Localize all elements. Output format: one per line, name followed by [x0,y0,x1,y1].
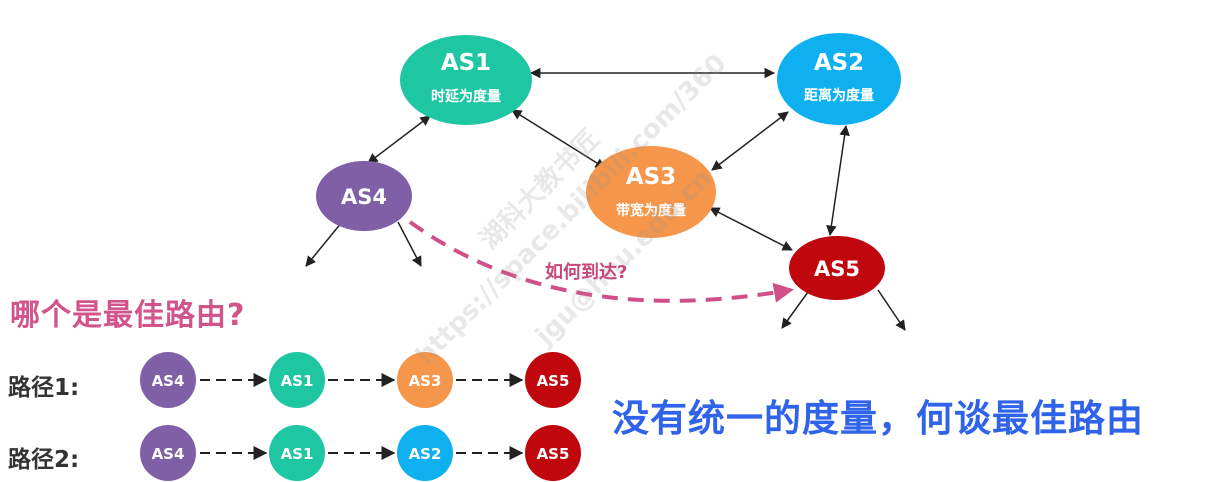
path2-hop-as5-label: AS5 [537,445,570,463]
edge-as5-out-right [877,289,906,331]
node-as4: AS4 [316,161,412,231]
path2-hop-as4 [140,425,196,481]
path2-hop-as1-label: AS1 [281,445,314,463]
node-as2: AS2 距离为度量 [777,33,901,125]
path2-hop-as2 [397,425,453,481]
edge-as4-out-right [397,221,422,267]
edge-as1-as4 [367,115,431,164]
edge-as2-as5 [826,124,850,237]
node-as3-name: AS3 [626,164,676,190]
node-as1-name: AS1 [441,50,491,76]
edge-as4-out-left [305,221,343,267]
path1-hop-as1 [269,352,325,408]
conclusion-text: 没有统一的度量，何谈最佳路由 [612,397,1144,440]
node-as1-metric: 时延为度量 [431,88,501,105]
edge-as1-as3 [511,109,606,169]
node-as4-name: AS4 [341,185,387,209]
edge-as3-as5 [709,207,793,251]
path2-hop-as5 [525,425,581,481]
path1-hop-as5-label: AS5 [537,372,570,390]
path2-label: 路径2: [8,447,80,473]
path-row-2: AS4 AS1 AS2 AS5 [140,425,581,481]
path1-hop-as3-label: AS3 [409,372,442,390]
route-question-label: 如何到达? [545,262,628,283]
edge-as2-as3 [711,111,789,171]
path2-hop-as2-label: AS2 [409,445,442,463]
path1-hop-as4 [140,352,196,408]
path-row-1: AS4 AS1 AS3 AS5 [140,352,581,408]
best-route-question: 哪个是最佳路由? [10,298,246,333]
path1-hop-as4-label: AS4 [152,372,185,390]
path1-hop-as3 [397,352,453,408]
node-as5: AS5 [789,236,885,300]
edge-as5-out-left [781,291,809,329]
node-as1: AS1 时延为度量 [400,35,532,125]
path1-hop-as1-label: AS1 [281,372,314,390]
path2-hop-as4-label: AS4 [152,445,185,463]
node-as3: AS3 带宽为度量 [586,146,716,238]
node-as2-metric: 距离为度量 [804,87,874,104]
dashed-route-as4-as5 [408,220,794,303]
path1-label: 路径1: [8,375,80,401]
node-as5-name: AS5 [814,257,860,281]
path1-hop-as5 [525,352,581,408]
path2-hop-as1 [269,425,325,481]
node-as3-metric: 带宽为度量 [616,202,686,219]
node-as2-name: AS2 [814,50,864,76]
